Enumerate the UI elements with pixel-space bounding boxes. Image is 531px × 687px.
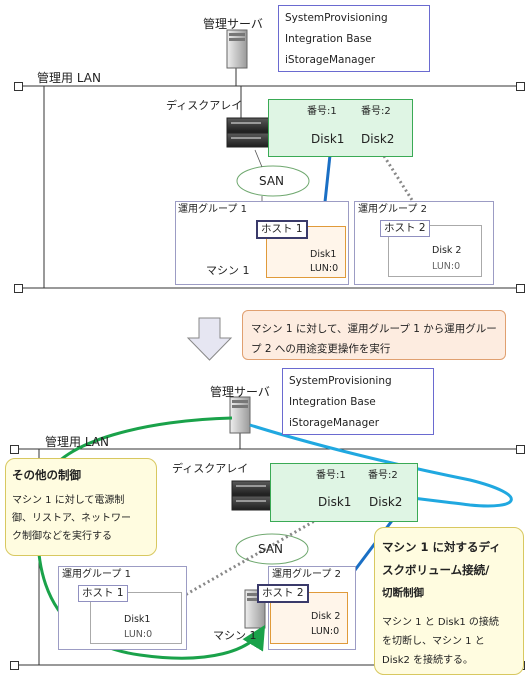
green-control-path	[36, 416, 266, 660]
callout-left-body: マシン 1 に対して電源制 御、リストア、ネットワー ク制御などを実行する	[12, 492, 131, 546]
anchor-handle	[10, 661, 19, 670]
group2-label-bottom: 運用グループ 2	[272, 569, 341, 580]
lun-disk1-label-bottom: Disk1	[124, 614, 151, 625]
disk-array-label-bottom: ディスクアレイ	[172, 462, 249, 475]
lun-disk1-lun-bottom: LUN:0	[124, 629, 153, 640]
callout-right-title-line: 切断制御	[382, 587, 424, 599]
lun-disk2-label-top: Disk 2	[432, 245, 462, 256]
anchor-handle	[516, 284, 525, 293]
callout-right-line: を切断し、マシン 1 と	[382, 636, 485, 647]
machine-label-bottom: マシン 1	[213, 629, 257, 642]
software-box-bottom: SystemProvisioning Integration Base iSto…	[282, 368, 434, 435]
san-label-top: SAN	[259, 174, 285, 188]
group1-label-top: 運用グループ 1	[178, 204, 247, 215]
machine-label-top: マシン 1	[206, 264, 250, 277]
host2-box-top: ホスト 2	[380, 220, 430, 237]
lan-label-top: 管理用 LAN	[37, 71, 101, 85]
software-item: Integration Base	[289, 396, 376, 408]
software-item: SystemProvisioning	[289, 375, 392, 387]
san-ellipse-top	[236, 165, 310, 197]
software-item: iStorageManager	[285, 54, 376, 66]
callout-left-line: 御、リストア、ネットワー	[12, 513, 131, 524]
callout-other-control: その他の制御 マシン 1 に対して電源制 御、リストア、ネットワー ク制御などを…	[5, 458, 157, 556]
callout-left-title: その他の制御	[12, 468, 81, 482]
software-item: Integration Base	[285, 33, 372, 45]
lun-disk1-lun-top: LUN:0	[310, 263, 339, 274]
anchor-handle	[516, 82, 525, 91]
callout-right-line: マシン 1 と Disk1 の接続	[382, 617, 499, 628]
server-icon-bottom	[229, 396, 251, 434]
disk1-number-bottom: 番号:1	[316, 470, 346, 481]
callout-left-line: ク制御などを実行する	[12, 531, 112, 542]
san-label-bottom: SAN	[258, 542, 284, 556]
lun-disk2-lun-bottom: LUN:0	[311, 626, 340, 637]
disk2-number-bottom: 番号:2	[368, 470, 398, 481]
callout-left-line: マシン 1 に対して電源制	[12, 495, 125, 506]
host1-box-top: ホスト 1	[256, 220, 308, 239]
host2-box-bottom: ホスト 2	[257, 584, 309, 603]
callout-right-line: Disk2 を接続する。	[382, 655, 474, 666]
disk1-label-bottom: Disk1	[318, 495, 352, 509]
lun-disk2-label-bottom: Disk 2	[311, 611, 341, 622]
disk2-number-top: 番号:2	[361, 106, 391, 117]
disk-array-label-top: ディスクアレイ	[166, 99, 243, 112]
anchor-handle	[14, 284, 23, 293]
mgmt-server-label-top: 管理サーバ	[203, 17, 263, 31]
callout-right-body: マシン 1 と Disk1 の接続 を切断し、マシン 1 と Disk2 を接続…	[382, 613, 499, 670]
anchor-handle	[10, 445, 19, 454]
san-ellipse-bottom	[235, 533, 309, 565]
down-arrow-icon	[186, 317, 233, 361]
callout-right-title-line: マシン 1 に対するディ	[382, 540, 501, 554]
anchor-handle	[516, 445, 525, 454]
callout-right-title: マシン 1 に対するディ スクボリューム接続/ 切断制御	[382, 536, 501, 605]
disk1-number-top: 番号:1	[307, 106, 337, 117]
software-box-top: SystemProvisioning Integration Base iSto…	[278, 5, 430, 72]
disk2-label-bottom: Disk2	[369, 495, 403, 509]
server-icon-top	[226, 29, 248, 69]
software-item: SystemProvisioning	[285, 12, 388, 24]
host1-box-bottom: ホスト 1	[78, 585, 128, 602]
operation-box: マシン 1 に対して、運用グループ 1 から運用グループ 2 への用途変更操作を…	[242, 310, 506, 360]
disk-array-box-bottom	[270, 463, 418, 522]
mgmt-server-label-bottom: 管理サーバ	[210, 385, 270, 399]
operation-text: マシン 1 に対して、運用グループ 1 から運用グループ 2 への用途変更操作を…	[251, 323, 497, 355]
lun-disk2-lun-top: LUN:0	[432, 261, 461, 272]
group2-label-top: 運用グループ 2	[358, 204, 427, 215]
lan-label-bottom: 管理用 LAN	[45, 435, 109, 449]
callout-right-title-line: スクボリューム接続/	[382, 563, 490, 577]
disk2-label-top: Disk2	[361, 132, 395, 146]
group1-label-bottom: 運用グループ 1	[62, 569, 131, 580]
software-item: iStorageManager	[289, 417, 380, 429]
lun-disk1-label-top: Disk1	[310, 249, 337, 260]
callout-disk-volume-control: マシン 1 に対するディ スクボリューム接続/ 切断制御 マシン 1 と Dis…	[374, 527, 524, 675]
anchor-handle	[14, 82, 23, 91]
disk-array-box-top	[268, 99, 413, 157]
disk1-label-top: Disk1	[311, 132, 345, 146]
